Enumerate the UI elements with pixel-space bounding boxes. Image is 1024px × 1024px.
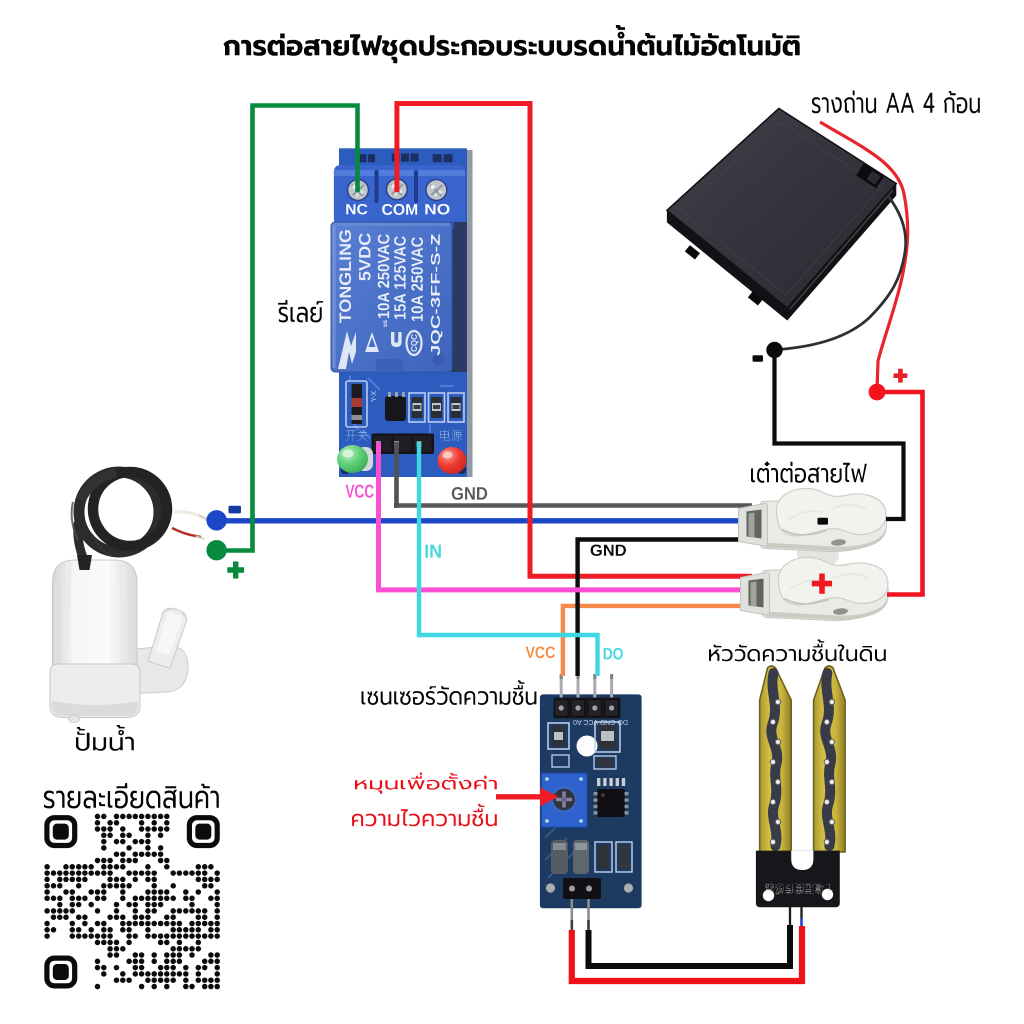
svg-text:CQC: CQC: [410, 334, 419, 352]
svg-text:Y-X: Y-X: [371, 391, 378, 402]
svg-text:us: us: [383, 319, 389, 327]
